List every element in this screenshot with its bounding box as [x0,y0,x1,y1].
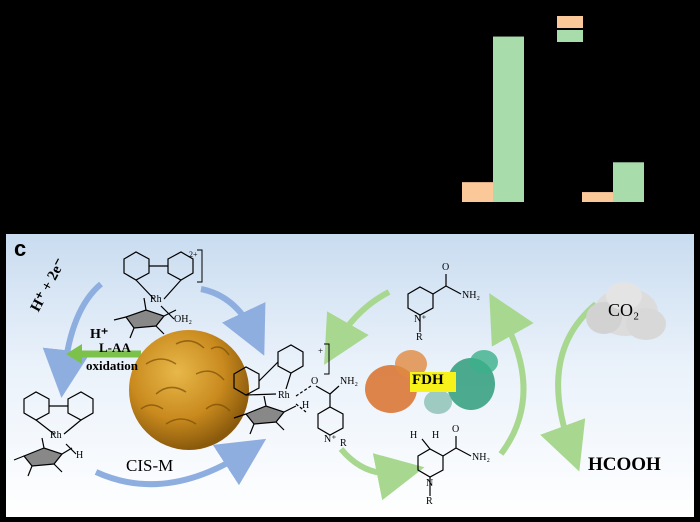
atom-label-h: H [76,450,84,461]
atom-label-rh: Rh [278,390,290,401]
rh-complex-lower-left [23,391,94,455]
cp-star-middle [233,395,297,435]
catalyst-texture [140,340,231,425]
green-arrow-lower [338,447,425,501]
catalyst-label: CIS-M [126,456,174,475]
green-arrow-co2 [540,301,598,472]
atom-label-oh2: OH₂ [174,314,192,325]
atom-label-nplus: N⁺ [414,314,427,325]
atom-label-nh2: NH₂ [340,376,358,387]
atom-label-r: R [340,438,347,449]
bar-series0-cat1 [582,192,613,202]
green-arrow-right [489,293,534,456]
laa-arrow-head [66,344,82,364]
blue-arrow-left [42,281,103,398]
reaction-scheme-panel: c H⁺ + 2e⁻ H⁺ L-AA oxidation CIS-M FDH C… [6,234,694,517]
cp-star-lower-left [13,437,73,477]
green-arrow-upper [324,289,391,365]
atom-label-rh: Rh [150,294,162,305]
enzyme-label: FDH [412,372,444,388]
atom-label-o: O [452,424,460,435]
bar-series1-cat0 [493,36,524,202]
bar-series1-cat1 [613,162,644,202]
scheme-graphics [13,249,666,501]
nad-middle [315,385,344,436]
atom-label-rh: Rh [50,430,62,441]
cp-star-upper [113,297,177,339]
bar-chart-panel [0,0,700,232]
legend-swatch-1 [557,30,583,42]
rh-complex-middle [233,344,312,413]
laa-label: L-AA [99,340,131,355]
atom-label-nh2: NH₂ [472,452,490,463]
co2-cloud [586,282,666,340]
blue-arrow-upper [200,286,266,356]
bar-chart [462,16,644,202]
fdh-enzyme [365,350,498,414]
blue-arrow-lower [94,438,267,488]
atom-label-r: R [426,496,433,507]
rh-complex-upper [123,251,194,320]
co2-label: CO₂ [608,300,640,320]
atom-label-h: H [410,430,418,441]
atom-label-h: H [432,430,440,441]
atom-label-nplus: N⁺ [324,434,337,445]
atom-label-n: N [426,478,434,489]
legend-swatch-0 [557,16,583,28]
product-label: HCOOH [588,454,661,475]
panel-label-c: c [14,236,27,261]
hplus-label: H⁺ [90,327,109,342]
atom-label-r: R [416,332,423,343]
atom-label-o: O [311,376,319,387]
atom-label-charge2: 2+ [189,250,198,259]
atom-label-charge1: + [318,346,324,356]
oxidation-label: oxidation [86,358,139,373]
cis-m-catalyst [129,330,249,450]
nad-plus-top [407,274,462,332]
atom-label-h: H [302,400,310,411]
atom-label-nh2: NH₂ [462,290,480,301]
nadh-bottom [417,436,472,496]
atom-label-o: O [442,262,450,273]
bar-series0-cat0 [462,182,493,202]
